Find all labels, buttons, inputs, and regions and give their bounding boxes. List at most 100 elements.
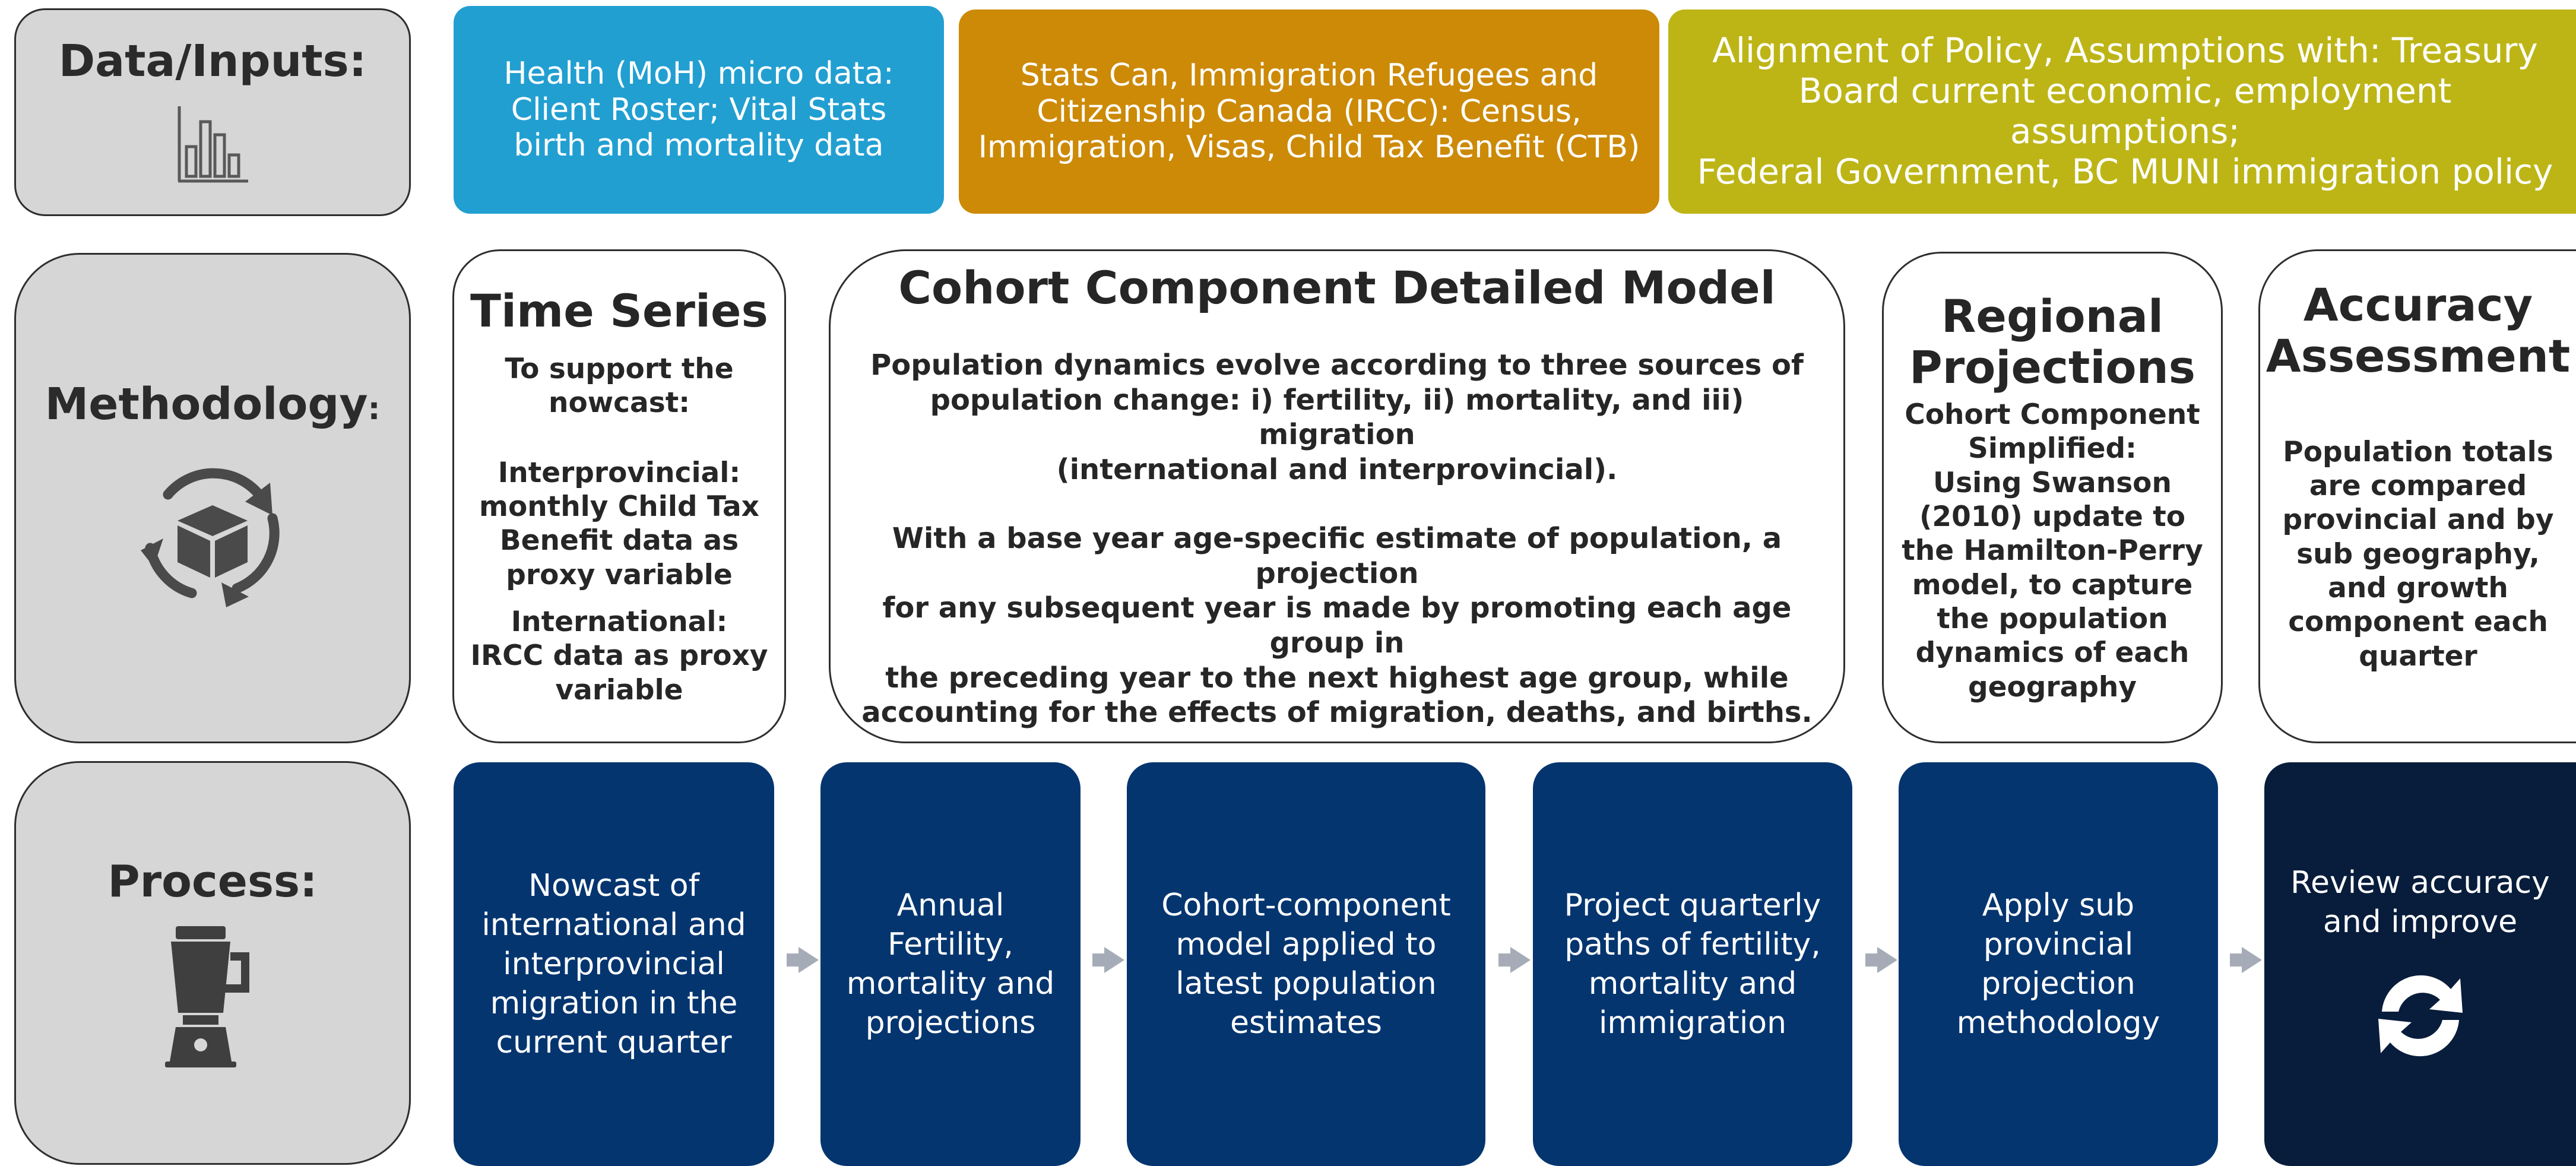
text-line: Projections <box>1909 341 2195 394</box>
input-health: Health (MoH) micro data: Client Roster; … <box>454 6 944 214</box>
text-line: (international and interprovincial). <box>1056 452 1618 486</box>
flow-arrow <box>1092 947 1124 973</box>
input-alignment-line: Alignment of Policy, Assumptions with: T… <box>1712 30 2538 71</box>
method-regional-projections: Regional Projections Cohort Component Si… <box>1882 252 2223 743</box>
accuracy-title: Accuracy Assessment <box>2266 280 2570 382</box>
text-line: nowcast: <box>549 386 690 420</box>
text-line: immigration <box>1598 1005 1787 1041</box>
text-line: the population <box>1937 602 2168 635</box>
row-label-data-inputs: Data/Inputs: <box>14 8 411 216</box>
text-line: Review accuracy <box>2290 865 2550 901</box>
text-line: estimates <box>1230 1005 1382 1041</box>
text-line: methodology <box>1956 1005 2160 1041</box>
cohort-paragraph-2: With a base year age-specific estimate o… <box>854 521 1820 730</box>
input-statscan-line: Immigration, Visas, Child Tax Benefit (C… <box>978 129 1640 166</box>
text-line: current quarter <box>496 1025 732 1061</box>
text-line: Accuracy <box>2303 278 2533 331</box>
text-line: Regional <box>1941 290 2164 343</box>
methodology-label-colon: : <box>367 391 381 427</box>
bar-chart-icon <box>176 104 249 187</box>
text-line: projections <box>865 1005 1036 1041</box>
text-line: Population dynamics evolve according to … <box>870 348 1804 382</box>
input-alignment-line: Board current economic, employment assum… <box>1798 71 2452 151</box>
text-line: Assessment <box>2266 329 2571 382</box>
text-line: Cohort Component <box>1905 398 2200 431</box>
text-line: accounting for the effects of migration,… <box>861 696 1813 730</box>
text-line: Benefit data as <box>499 524 739 557</box>
time-series-interprovincial: Interprovincial: monthly Child Tax Benef… <box>479 456 759 592</box>
cohort-title: Cohort Component Detailed Model <box>898 261 1776 315</box>
text-line: Fertility, <box>888 926 1013 962</box>
text-line: population change: i) fertility, ii) mor… <box>930 383 1744 452</box>
text-line: international and <box>481 907 746 943</box>
text-line: are compared <box>2309 470 2527 503</box>
process-step-review-accuracy: Review accuracy and improve <box>2264 762 2576 1166</box>
text-line: Project quarterly <box>1564 887 1821 923</box>
regional-title: Regional Projections <box>1909 291 2195 393</box>
text-line: dynamics of each <box>1915 636 2190 670</box>
data-inputs-label: Data/Inputs: <box>58 36 367 87</box>
text-line: Interprovincial: <box>498 456 741 489</box>
text-line: mortality and <box>846 966 1055 1002</box>
process-step-nowcast: Nowcast of international and interprovin… <box>454 762 774 1166</box>
input-health-line: birth and mortality data <box>514 128 884 164</box>
text-line: International: <box>511 605 728 638</box>
time-series-title: Time Series <box>470 284 768 338</box>
row-label-process: Process: <box>14 761 411 1165</box>
text-line: Simplified: <box>1968 432 2137 465</box>
flow-arrow <box>787 947 819 973</box>
text-line: the Hamilton-Perry <box>1902 534 2203 568</box>
input-alignment: Alignment of Policy, Assumptions with: T… <box>1668 9 2576 214</box>
text-line: sub geography, <box>2296 537 2540 571</box>
text-line: To support the <box>505 352 734 385</box>
text-line: geography <box>1967 670 2137 704</box>
cycle-box-icon <box>132 459 293 616</box>
text-line: projection <box>1981 966 2135 1002</box>
input-statscan-line: Citizenship Canada (IRCC): Census, <box>1037 93 1582 129</box>
method-time-series: Time Series To support the nowcast: Inte… <box>452 249 786 743</box>
input-statscan-line: Stats Can, Immigration Refugees and <box>1020 57 1598 93</box>
text-line: mortality and <box>1588 966 1797 1002</box>
text-line: interprovincial <box>503 946 725 982</box>
refresh-icon <box>2364 965 2477 1076</box>
flow-arrow <box>2230 947 2262 973</box>
text-line: Cohort-component <box>1161 887 1451 923</box>
flow-arrow <box>1865 947 1897 973</box>
text-line: monthly Child Tax <box>479 490 759 523</box>
process-step-quarterly-paths: Project quarterly paths of fertility, mo… <box>1533 762 1852 1166</box>
text-line: provincial <box>1983 926 2134 962</box>
text-line: quarter <box>2359 639 2477 673</box>
text-line: Using Swanson <box>1933 466 2172 499</box>
text-line: Nowcast of <box>528 867 699 904</box>
methodology-label-text: Methodology <box>45 379 368 430</box>
text-line: and improve <box>2322 904 2518 940</box>
text-line: IRCC data as proxy <box>470 639 768 673</box>
text-line: provincial and by <box>2282 503 2554 537</box>
process-step-annual-fertility: Annual Fertility, mortality and projecti… <box>820 762 1081 1166</box>
input-statscan: Stats Can, Immigration Refugees and Citi… <box>959 9 1659 214</box>
text-line: latest population <box>1175 966 1437 1002</box>
text-line: Annual <box>896 887 1005 923</box>
process-step-sub-provincial: Apply sub provincial projection methodol… <box>1899 762 2218 1166</box>
text-line: for any subsequent year is made by promo… <box>882 591 1792 660</box>
method-accuracy-assessment: Accuracy Assessment Population totals ar… <box>2258 249 2576 743</box>
method-cohort-component: Cohort Component Detailed Model Populati… <box>829 249 1845 743</box>
text-line: variable <box>555 673 683 706</box>
text-line: With a base year age-specific estimate o… <box>892 522 1782 590</box>
text-line: Apply sub <box>1982 887 2135 923</box>
text-line: model, to capture <box>1912 568 2193 601</box>
input-health-line: Health (MoH) micro data: <box>503 55 894 91</box>
text-line: paths of fertility, <box>1564 926 1821 962</box>
regional-body: Cohort Component Simplified: Using Swans… <box>1902 398 2203 704</box>
methodology-label: Methodology: <box>45 381 381 429</box>
text-line: component each <box>2288 606 2548 639</box>
time-series-support: To support the nowcast: <box>505 352 733 420</box>
process-label: Process: <box>107 856 318 907</box>
text-line: (2010) update to <box>1919 500 2186 533</box>
time-series-international: International: IRCC data as proxy variab… <box>470 605 768 707</box>
text-line: proxy variable <box>506 558 733 591</box>
text-line: model applied to <box>1175 926 1437 962</box>
cohort-paragraph-1: Population dynamics evolve according to … <box>854 348 1820 487</box>
row-label-methodology: Methodology: <box>14 253 411 743</box>
text-line: migration in the <box>490 986 738 1022</box>
